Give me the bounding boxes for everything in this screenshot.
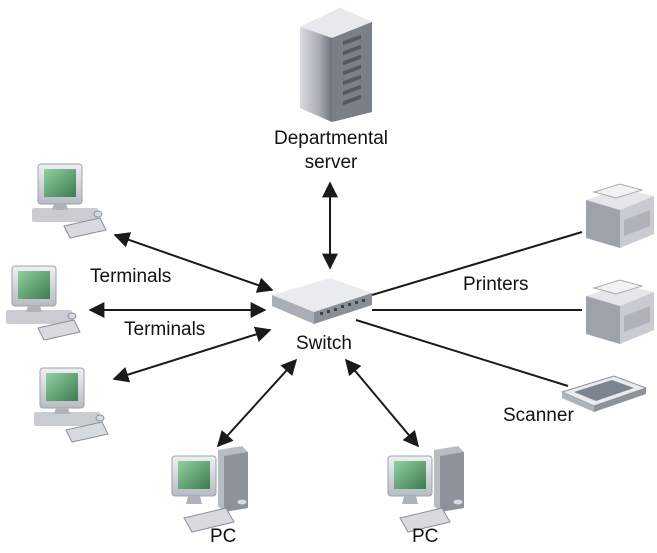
server-tower-icon — [300, 8, 372, 122]
laser-printer-icon — [586, 183, 654, 248]
terminal-computer-icon — [32, 163, 107, 239]
desktop-pc-icon — [387, 446, 464, 533]
terminals-label-upper: Terminals — [90, 266, 172, 287]
pc-label-right: PC — [412, 526, 439, 547]
printers-label: Printers — [463, 274, 529, 295]
pc-link-right — [344, 358, 420, 448]
connections — [88, 181, 583, 448]
pc-link-left — [216, 358, 298, 448]
printer-link-top — [371, 231, 583, 296]
terminal-computer-icon — [34, 367, 109, 443]
scanner-label: Scanner — [503, 405, 574, 426]
terminal-link-bottom — [112, 326, 272, 383]
desktop-pc-icon — [171, 446, 248, 533]
laser-printer-icon — [586, 279, 654, 344]
server-label-line2: server — [304, 152, 358, 173]
terminals-label-lower: Terminals — [124, 319, 206, 340]
flatbed-scanner-icon — [560, 375, 648, 412]
scanner-link — [355, 319, 569, 387]
terminal-computer-icon — [6, 265, 81, 341]
terminal-link-top — [113, 232, 274, 293]
network-switch-icon — [272, 278, 372, 324]
pc-label-left: PC — [210, 526, 237, 547]
switch-label: Switch — [296, 333, 352, 354]
server-label-line1: Departmental — [273, 128, 389, 149]
